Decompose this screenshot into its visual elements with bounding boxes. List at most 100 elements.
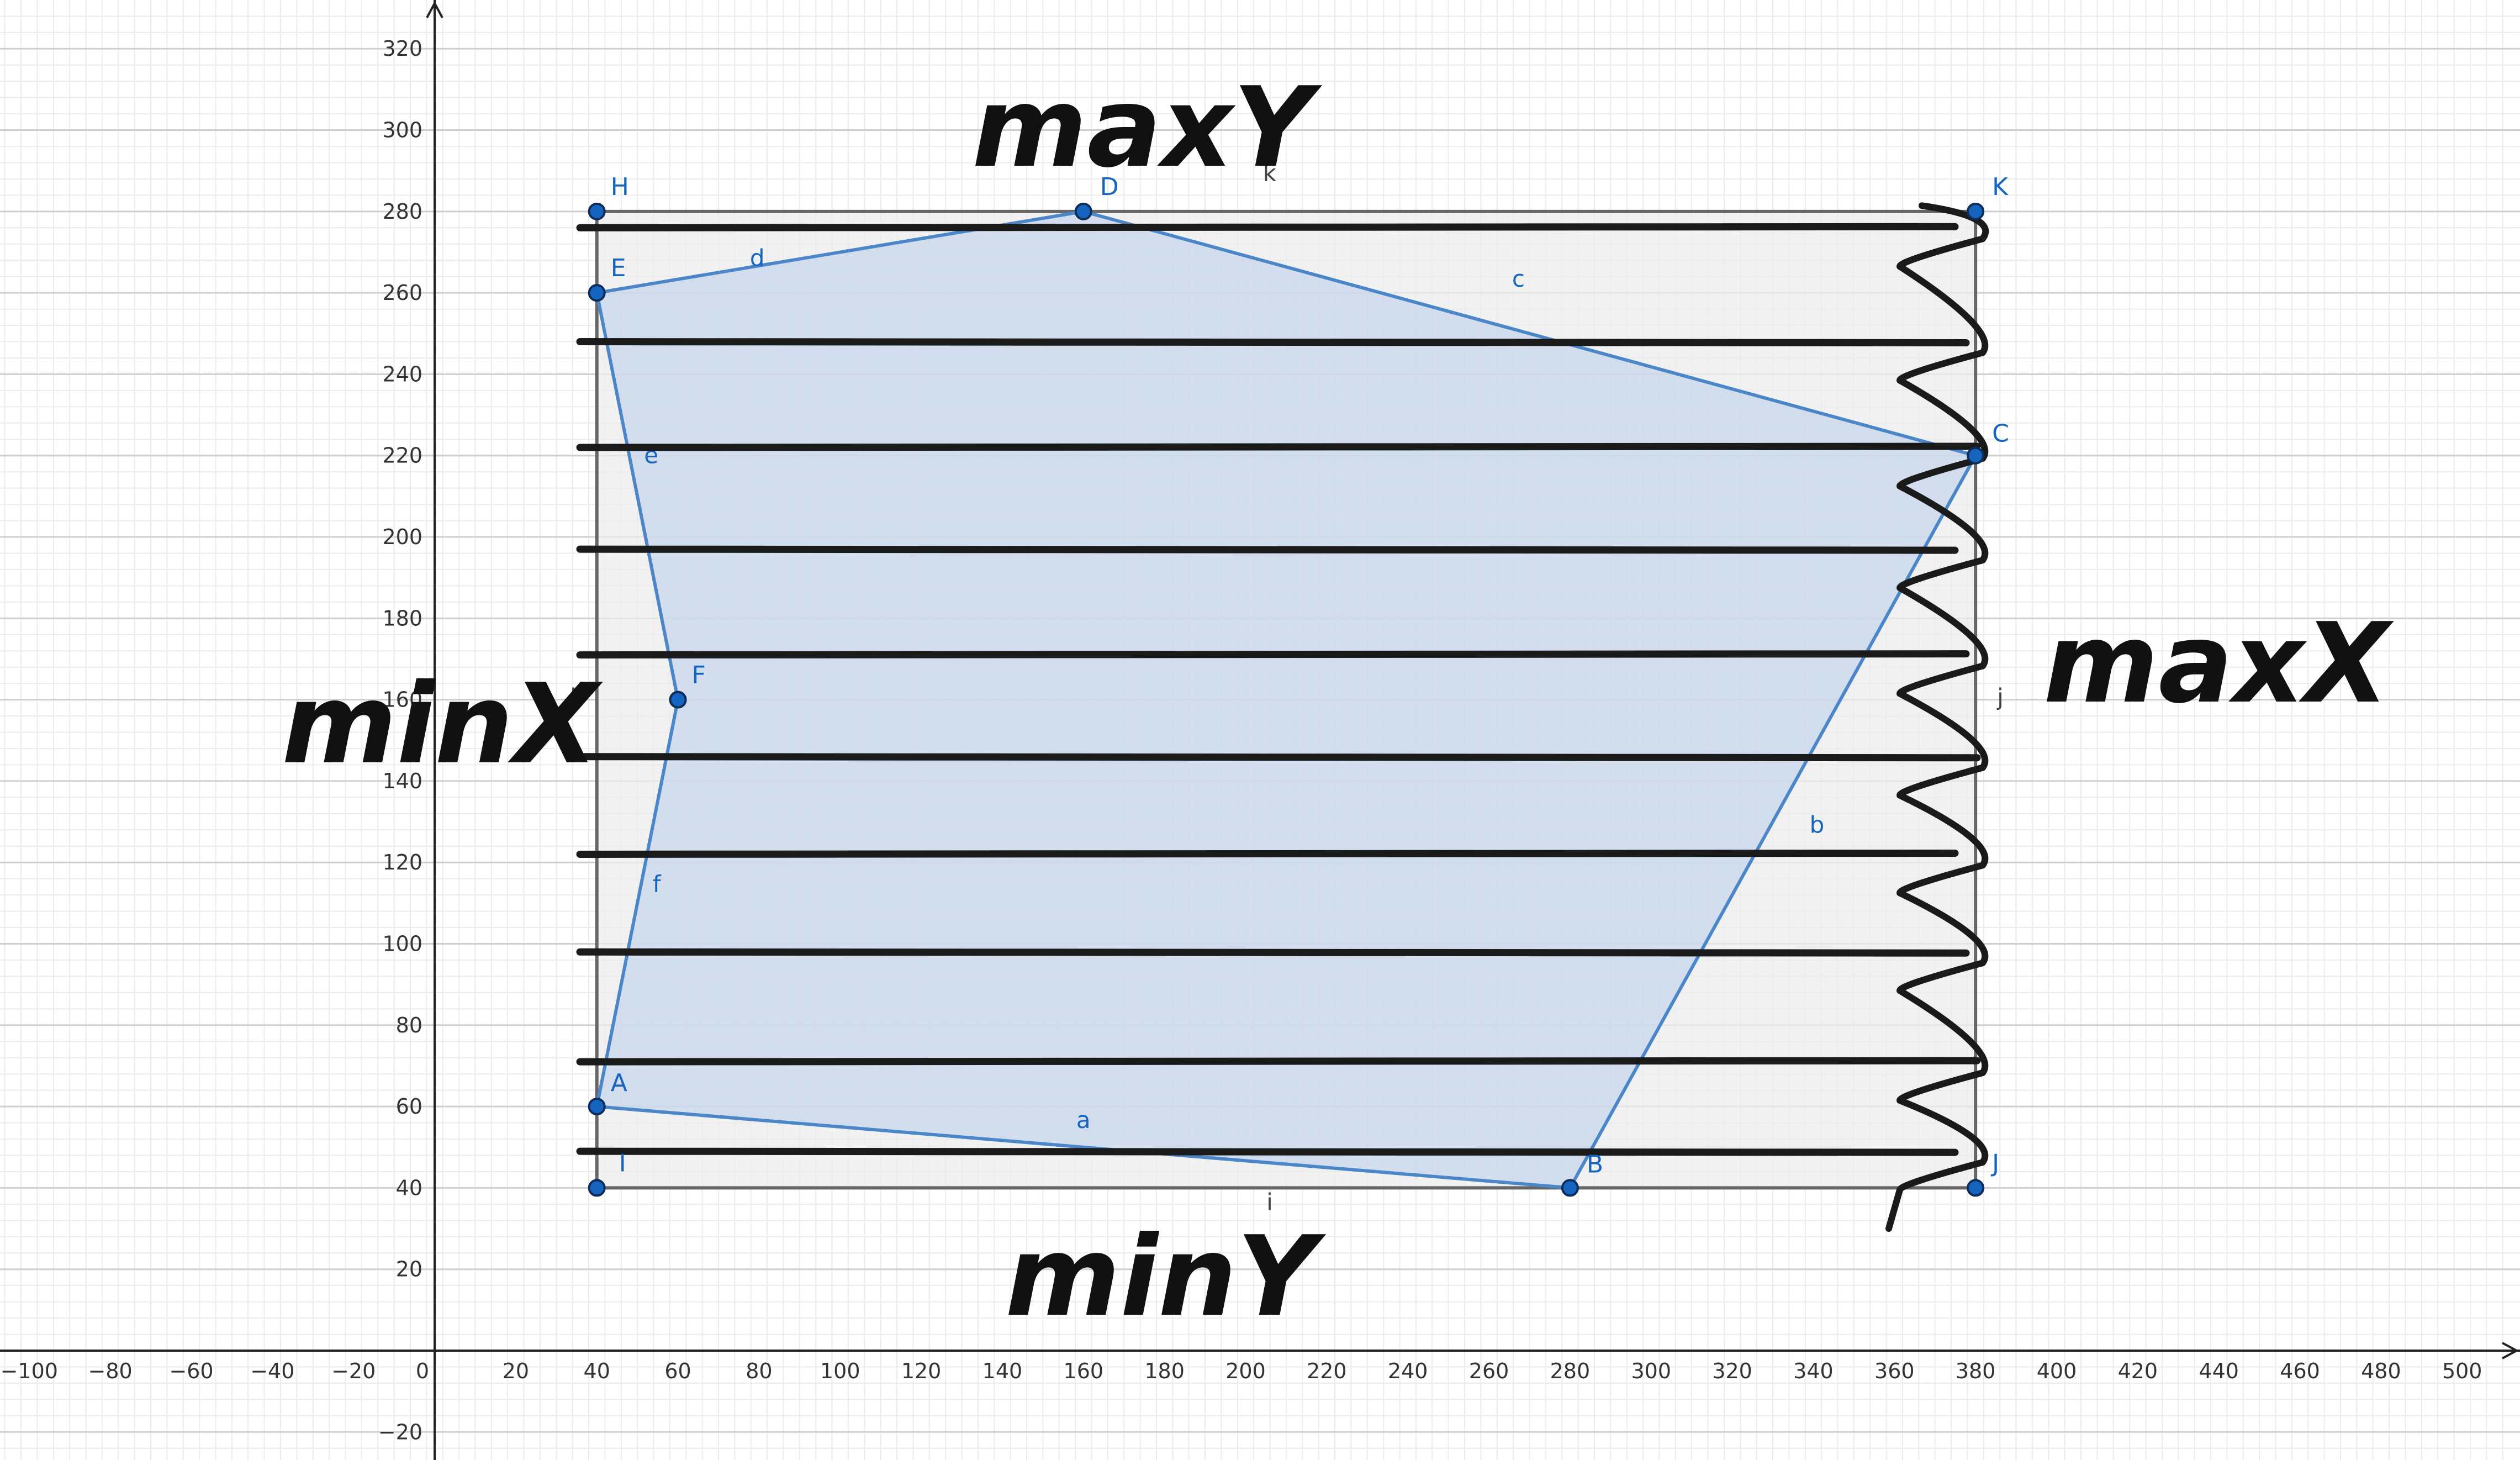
y-tick-label: 200 [382, 525, 422, 549]
x-tick-label: 400 [2037, 1359, 2077, 1383]
x-tick-label: −100 [1, 1359, 58, 1383]
scan-line [576, 1147, 1959, 1156]
x-tick-label: 0 [416, 1359, 429, 1383]
y-tick-label: 60 [396, 1094, 422, 1119]
x-tick-label: 120 [901, 1359, 942, 1383]
segment-label-i: i [1266, 1188, 1273, 1215]
x-tick-label: 40 [584, 1359, 610, 1383]
x-tick-label: 500 [2442, 1359, 2482, 1383]
scan-line [576, 442, 1981, 451]
point-c[interactable] [1967, 446, 1985, 465]
scan-line [576, 753, 1981, 762]
x-tick-label: 460 [2280, 1359, 2320, 1383]
x-tick-label: 200 [1225, 1359, 1266, 1383]
scan-line [576, 650, 1970, 659]
scan-line [576, 1057, 1981, 1066]
point-label-e: E [611, 254, 626, 282]
max-y-annotation: maxY [972, 64, 1322, 192]
y-tick-label: 320 [382, 36, 422, 61]
scan-line [576, 948, 1970, 957]
x-axis-tick-labels: −100 −80 −60 −40 −20 0 20 40 60 80 100 120 140 160 180… [1, 1359, 2482, 1383]
scan-line [576, 223, 1959, 231]
scan-line [576, 545, 1959, 554]
polygon-edge-b[interactable] [1568, 455, 1977, 1189]
x-tick-label: −40 [250, 1359, 294, 1383]
y-tick-label: 140 [382, 769, 422, 793]
scan-zigzag [1885, 202, 1989, 1232]
x-tick-label: 140 [982, 1359, 1023, 1383]
y-tick-label: 220 [382, 444, 422, 468]
point-label-j: J [1990, 1149, 1999, 1177]
polygon-edge-a[interactable] [596, 1105, 1571, 1190]
polygon-edge-e[interactable] [595, 292, 680, 700]
max-x-annotation: maxX [2043, 599, 2394, 728]
point-d[interactable] [1074, 202, 1092, 220]
x-tick-label: −80 [88, 1359, 133, 1383]
y-axis-arrow-icon [426, 3, 443, 18]
segment-label-j: j [1996, 684, 2004, 711]
x-tick-label: 240 [1388, 1359, 1428, 1383]
point-k[interactable] [1967, 202, 1985, 220]
y-tick-label: 20 [396, 1257, 422, 1282]
point-b[interactable] [1561, 1179, 1579, 1197]
point-h[interactable] [588, 202, 606, 220]
y-tick-label: 120 [382, 850, 422, 874]
x-tick-label: 160 [1064, 1359, 1104, 1383]
point-label-c: C [1992, 420, 2009, 448]
x-tick-label: 380 [1956, 1359, 1996, 1383]
x-tick-label: 100 [820, 1359, 860, 1383]
x-tick-label: 480 [2361, 1359, 2401, 1383]
scan-line [576, 338, 1970, 347]
scan-line [576, 849, 1959, 858]
x-tick-label: 180 [1144, 1359, 1185, 1383]
x-tick-label: 320 [1712, 1359, 1752, 1383]
segment-label-a: a [1076, 1106, 1091, 1134]
x-tick-label: 220 [1307, 1359, 1347, 1383]
min-x-annotation: minX [282, 660, 603, 789]
polygon-fill[interactable] [596, 211, 1976, 1188]
segment-label-h: h [570, 684, 585, 711]
handwritten-scan-lines [576, 202, 1989, 1232]
y-tick-label: 180 [382, 606, 422, 630]
x-tick-label: 440 [2199, 1359, 2239, 1383]
segment-label-k: k [1263, 160, 1277, 187]
x-tick-label: −20 [331, 1359, 376, 1383]
point-f[interactable] [669, 691, 687, 709]
segment-label-f: f [653, 871, 662, 898]
segment-label-b: b [1810, 811, 1825, 839]
point-label-i: I [619, 1149, 626, 1177]
x-tick-label: 20 [503, 1359, 529, 1383]
y-axis-tick-labels: −202040608010012014016018020022024026028… [378, 36, 422, 1444]
y-tick-label: 260 [382, 281, 422, 305]
polygon-edge-c[interactable] [1083, 209, 1976, 457]
x-tick-label: 260 [1469, 1359, 1509, 1383]
x-tick-label: 60 [664, 1359, 691, 1383]
point-a[interactable] [588, 1098, 606, 1116]
segment-label-c: c [1512, 265, 1525, 292]
x-tick-label: 280 [1550, 1359, 1591, 1383]
polygon[interactable] [595, 209, 1977, 1190]
y-tick-label: 160 [382, 688, 422, 712]
x-tick-label: 80 [746, 1359, 772, 1383]
y-tick-label: 100 [382, 932, 422, 956]
point-i[interactable] [588, 1179, 606, 1197]
x-tick-label: −60 [169, 1359, 213, 1383]
point-label-b: B [1587, 1150, 1603, 1178]
y-tick-label: −20 [378, 1420, 422, 1444]
y-tick-label: 240 [382, 362, 422, 386]
point-j[interactable] [1967, 1179, 1985, 1197]
min-y-annotation: minY [1005, 1213, 1326, 1341]
x-tick-label: 420 [2118, 1359, 2158, 1383]
point-label-f: F [692, 661, 706, 689]
y-tick-label: 280 [382, 199, 422, 224]
y-tick-label: 300 [382, 118, 422, 143]
polygon-edge-f[interactable] [595, 699, 680, 1107]
point-e[interactable] [588, 284, 606, 302]
x-axis-arrow-icon [2502, 1342, 2517, 1359]
y-tick-label: 40 [396, 1176, 422, 1200]
